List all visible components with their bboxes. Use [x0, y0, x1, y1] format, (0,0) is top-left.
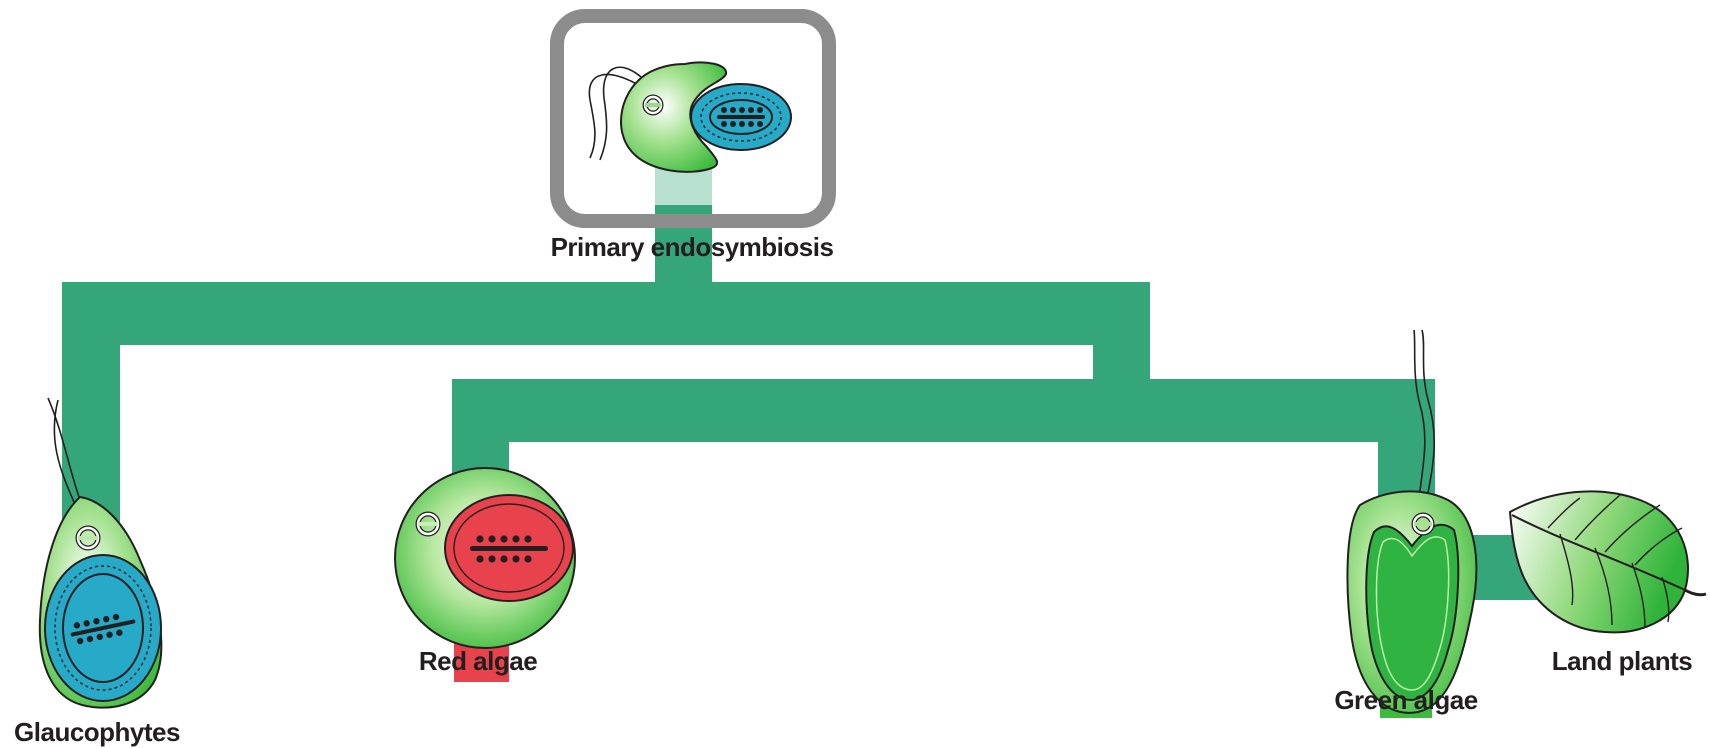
- branch-top: [62, 282, 1150, 345]
- branch-green-algae: [1378, 379, 1435, 509]
- label-red-algae: Red algae: [419, 646, 537, 676]
- green-alga-cell-icon: [1346, 329, 1478, 714]
- glaucophyte-cell-icon: [38, 397, 163, 709]
- leaf-icon: [1508, 490, 1707, 634]
- endosymbiosis-frame: [550, 9, 836, 228]
- phylogeny-branches: [62, 160, 1582, 600]
- red-alga-cell-icon: [394, 467, 576, 649]
- branch-red-algae: [452, 379, 509, 479]
- label-green-algae: Green algae: [1334, 685, 1477, 715]
- branch-glaucophytes: [62, 282, 120, 522]
- label-land-plants: Land plants: [1552, 646, 1692, 676]
- label-glaucophytes: Glaucophytes: [14, 717, 180, 747]
- endosymbiont-cell-icon: [588, 61, 792, 173]
- branch-right-drop: [1093, 282, 1150, 382]
- branch-second: [452, 379, 1435, 442]
- title-primary-endosymbiosis: Primary endosymbiosis: [551, 232, 834, 262]
